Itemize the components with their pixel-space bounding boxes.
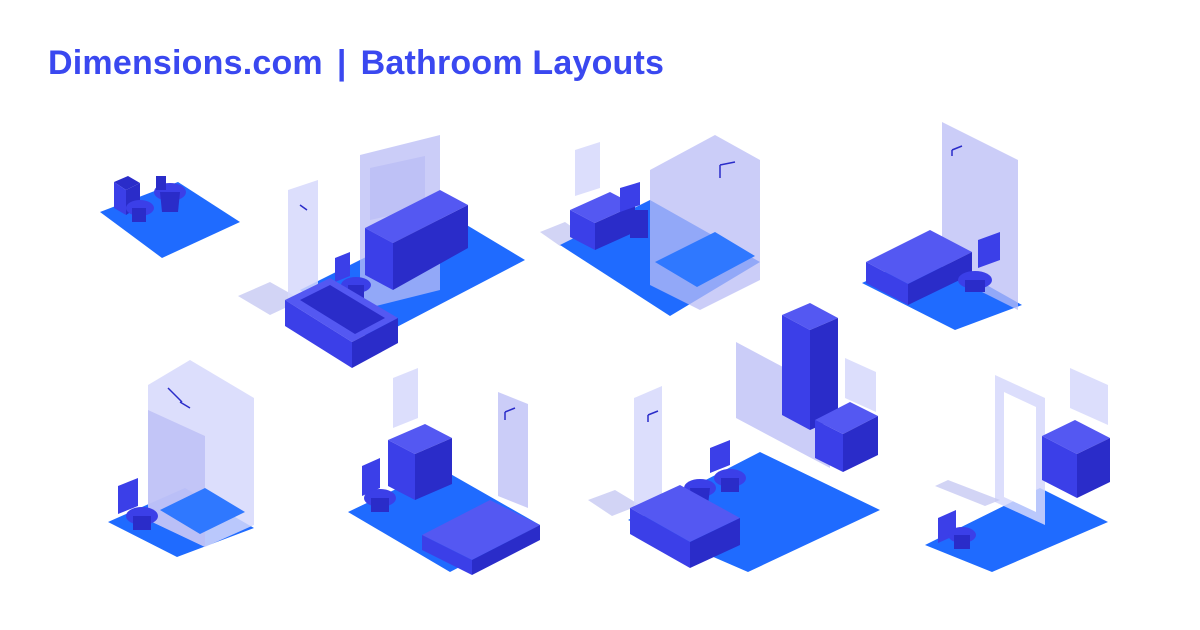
layout-double-vanity-tub [238, 135, 525, 368]
layout-tub-corner [862, 122, 1022, 330]
section-title: Bathroom Layouts [360, 44, 665, 82]
vanity [1042, 420, 1110, 498]
tall-cabinet [782, 303, 838, 430]
shower-head-icon [951, 145, 963, 156]
bathtub [422, 500, 540, 575]
toilet [938, 510, 976, 549]
mirror [393, 368, 418, 428]
layout-shower-stall [108, 360, 254, 557]
floor [925, 488, 1108, 572]
brand-name: Dimensions.com [48, 44, 323, 82]
bathtub [285, 278, 398, 368]
layout-half-bath-bidet [100, 176, 240, 258]
shower-glass [498, 392, 528, 508]
layout-vanity-tub [348, 368, 540, 575]
floor-shadow [588, 490, 640, 516]
vanity [815, 402, 878, 472]
mirror [370, 156, 425, 220]
double-vanity [365, 190, 468, 290]
shower-head-icon [719, 161, 736, 178]
layout-walk-in-shower [540, 135, 760, 316]
shower-pan [160, 488, 245, 534]
toilet [118, 478, 158, 530]
doorway [1004, 392, 1036, 512]
shower-enclosure [650, 135, 760, 310]
layout-tub-tall-cabinet [588, 303, 880, 572]
shower-head-icon [647, 410, 659, 422]
vanity [570, 192, 635, 250]
bathtub [866, 230, 972, 305]
page-title: Dimensions.com | Bathroom Layouts [48, 44, 664, 83]
shower-head-icon [299, 204, 308, 211]
shower-glass [288, 180, 318, 310]
toilet [114, 176, 154, 222]
shower-head-icon [167, 387, 191, 409]
mirror [1070, 368, 1108, 425]
mirror [845, 358, 876, 412]
shower-glass [634, 386, 662, 520]
toilet [710, 440, 746, 492]
bidet [154, 176, 186, 212]
bathtub [630, 485, 740, 568]
vanity [388, 424, 452, 500]
toilet [362, 458, 396, 512]
title-separator: | [336, 44, 347, 82]
mirror [575, 142, 600, 196]
toilet [620, 182, 648, 238]
toilet [958, 232, 1000, 292]
layout-doorway-vanity [925, 368, 1110, 572]
shower-head-icon [504, 407, 516, 420]
door-shadow [935, 480, 1000, 506]
shower-pan [655, 232, 755, 287]
